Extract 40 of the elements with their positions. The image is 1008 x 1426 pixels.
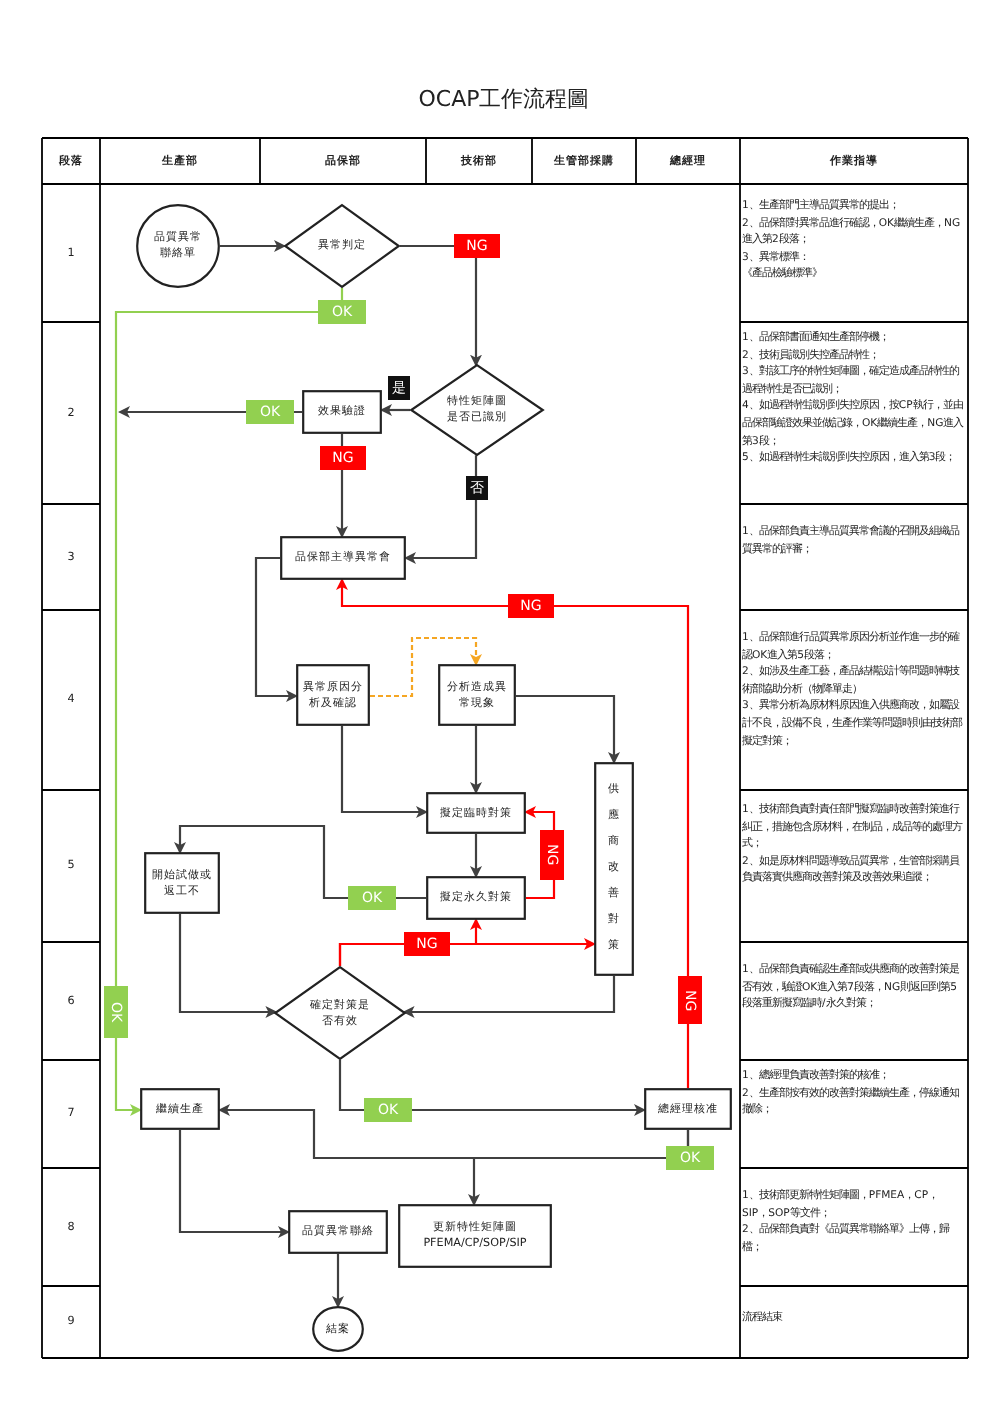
arrow [254,556,298,702]
arrow [220,240,286,252]
process-box [426,792,526,834]
terminal-circle [136,204,220,288]
arrow [114,288,344,1116]
arrow [338,1060,646,1116]
arrow [332,1254,344,1308]
arrow [340,726,428,818]
arrow [468,1130,690,1206]
process-box [438,664,516,726]
arrow [178,914,278,1018]
arrow [178,1130,290,1238]
arrow [380,404,410,416]
process-box [644,1088,732,1130]
arrow [174,824,426,900]
arrow [336,578,690,1088]
process-box [280,536,406,580]
arrow [400,244,482,367]
arrow [470,726,482,794]
process-box [426,876,526,920]
process-box [144,852,220,914]
arrow [516,694,620,764]
decision-diamond [284,204,400,288]
decision-diamond [410,364,544,456]
diagram-title: OCAP工作流程圖 [416,84,592,116]
process-box [398,1204,552,1268]
process-box [288,1210,388,1254]
terminal-circle [312,1306,364,1352]
arrow [402,976,616,1018]
arrow [338,938,596,966]
arrow [336,434,348,538]
arrow [470,834,482,878]
process-box [296,664,370,726]
arrow [118,406,302,418]
decision-diamond [274,966,406,1060]
process-box [302,390,382,434]
arrow [404,455,478,564]
process-box [594,762,634,976]
process-box [140,1088,220,1130]
arrow [370,636,482,698]
